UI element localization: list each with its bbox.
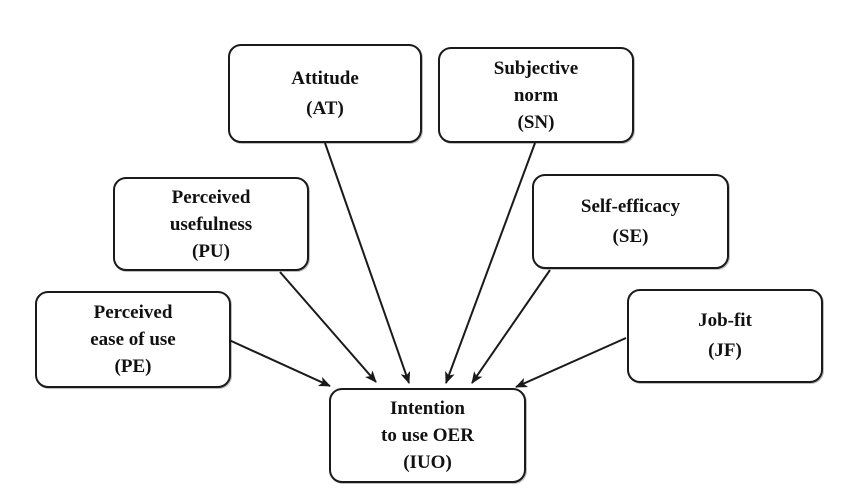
node-label-line: Job-fit xyxy=(698,310,752,331)
node-label-line: Subjective xyxy=(493,57,579,79)
arrow-se-to-iuo xyxy=(471,269,551,384)
node-abbreviation: (SE) xyxy=(612,225,649,247)
node-intention-to-use-oer: Intention to use OER (IUO) xyxy=(329,388,526,483)
node-label-line: ease of use xyxy=(90,329,176,350)
arrow-sn-to-iuo xyxy=(445,142,536,384)
node-abbreviation: (AT) xyxy=(306,97,344,119)
node-label-line: Self-efficacy xyxy=(580,195,681,217)
node-job-fit: Job-fit (JF) xyxy=(627,289,823,383)
node-perceived-usefulness: Perceived usefulness (PU) xyxy=(113,177,309,271)
node-label-line: norm xyxy=(513,84,559,106)
node-abbreviation: (SN) xyxy=(517,111,555,133)
node-perceived-ease-of-use: Perceived ease of use (PE) xyxy=(35,291,231,388)
node-label-line: Intention xyxy=(390,398,465,419)
node-label-line: Perceived xyxy=(93,302,173,323)
arrow-pe-to-iuo xyxy=(228,339,331,387)
node-label-line: to use OER xyxy=(381,425,474,446)
node-abbreviation: (JF) xyxy=(708,340,742,361)
node-attitude: Attitude (AT) xyxy=(228,44,422,143)
arrow-jf-to-iuo xyxy=(515,337,627,388)
arrow-at-to-iuo xyxy=(324,142,411,384)
node-abbreviation: (PU) xyxy=(192,240,230,262)
node-abbreviation: (IUO) xyxy=(403,452,452,473)
node-abbreviation: (PE) xyxy=(114,356,152,377)
node-self-efficacy: Self-efficacy (SE) xyxy=(532,174,729,269)
arrow-pu-to-iuo xyxy=(279,271,377,383)
node-label-line: Attitude xyxy=(291,67,359,89)
node-label-line: usefulness xyxy=(169,213,253,235)
node-label-line: Perceived xyxy=(171,186,251,208)
node-subjective-norm: Subjective norm (SN) xyxy=(438,47,634,143)
